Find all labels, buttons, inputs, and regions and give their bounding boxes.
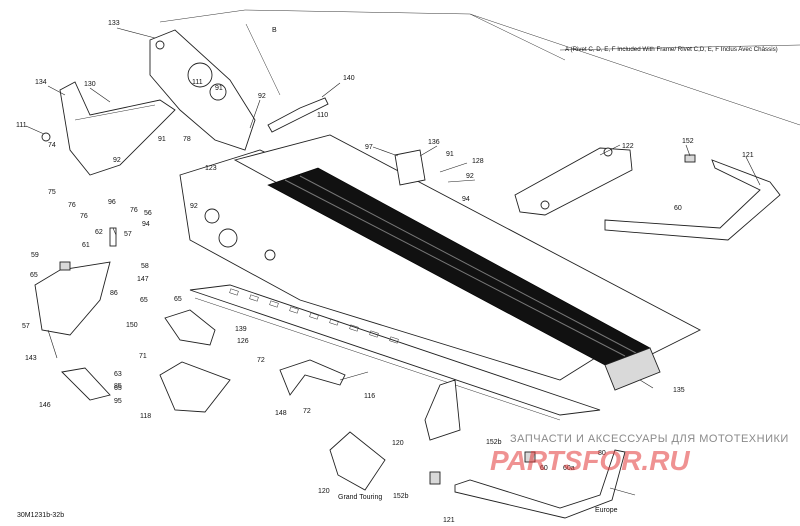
rear-bumper-europe	[454, 449, 626, 519]
callout-labels: 133 111 91 92 134 130 111 74 92 91 78 14…	[16, 20, 754, 524]
callout-150: 150	[126, 322, 138, 329]
callout-61: 61	[82, 242, 90, 249]
document-code: 30M1231b-32b	[17, 512, 64, 519]
callout-91: 91	[215, 85, 223, 92]
callout-126: 126	[237, 338, 249, 345]
tunnel-assembly	[159, 9, 800, 421]
callout-86: 86	[110, 290, 118, 297]
callout-62: 62	[95, 229, 103, 236]
callout-65: 65	[174, 296, 182, 303]
callout-96: 96	[108, 199, 116, 206]
callout-110: 110	[317, 112, 328, 119]
front-frame	[149, 29, 256, 151]
callout-130: 130	[84, 81, 96, 88]
callout-116: 116	[364, 393, 375, 400]
callout-120: 120	[392, 440, 404, 447]
callout-152b: 152b	[393, 493, 409, 500]
callout-121: 121	[742, 152, 754, 159]
callout-92: 92	[258, 93, 266, 100]
callout-136: 136	[428, 139, 440, 146]
callout-57: 57	[124, 231, 132, 238]
callout-134: 134	[35, 79, 47, 86]
callout-91: 91	[446, 151, 454, 158]
callout-97: 97	[365, 144, 373, 151]
step-120	[424, 379, 461, 441]
callout-152b: 152b	[486, 439, 502, 446]
callout-111: 111	[192, 79, 203, 86]
callout-76: 76	[68, 202, 76, 209]
callout-65: 65	[140, 297, 148, 304]
bracket-122	[514, 147, 633, 216]
watermark-tagline: ЗАПЧАСТИ И АКСЕССУАРЫ ДЛЯ МОТОТЕХНИКИ	[510, 433, 789, 445]
callout-111: 111	[16, 122, 27, 129]
callout-78: 78	[183, 136, 191, 143]
callout-120: 120	[318, 488, 330, 495]
note-b: B	[272, 27, 277, 34]
callout-91: 91	[158, 136, 166, 143]
callout-147: 147	[137, 276, 149, 283]
callout-56: 56	[144, 210, 152, 217]
callout-76: 76	[80, 213, 88, 220]
callout-123: 123	[205, 165, 217, 172]
bracket-143	[34, 261, 111, 336]
variant-grand-touring: Grand Touring	[338, 494, 382, 501]
callout-60a: 60a	[563, 465, 575, 472]
callout-118: 118	[140, 413, 151, 420]
callout-92: 92	[466, 173, 474, 180]
callout-57: 57	[22, 323, 30, 330]
callout-85: 85	[114, 383, 122, 390]
callout-76: 76	[130, 207, 138, 214]
callout-65: 65	[30, 272, 38, 279]
support-140	[267, 97, 329, 133]
note-a: A (Rivet C, D, E, F Included With Frame/…	[565, 46, 778, 53]
variant-europe: Europe	[595, 507, 618, 514]
callout-72: 72	[257, 357, 265, 364]
callout-71: 71	[139, 353, 147, 360]
bracket-146	[61, 367, 111, 401]
running-board-holes	[229, 288, 399, 344]
callout-63: 63	[114, 371, 122, 378]
callout-60: 60	[674, 205, 682, 212]
callout-95: 95	[114, 398, 122, 405]
callout-74: 74	[48, 142, 56, 149]
callout-94: 94	[142, 221, 150, 228]
callout-146: 146	[39, 402, 51, 409]
callout-75: 75	[48, 189, 56, 196]
callout-152: 152	[682, 138, 694, 145]
callout-121: 121	[443, 517, 455, 524]
callout-133: 133	[108, 20, 120, 27]
callout-72: 72	[303, 408, 311, 415]
callout-80: 80	[598, 450, 606, 457]
callout-92: 92	[113, 157, 121, 164]
rear-plate	[604, 347, 661, 391]
callout-143: 143	[25, 355, 37, 362]
part-118	[159, 361, 231, 413]
callout-140: 140	[343, 75, 355, 82]
watermark-brand: PARTSFOR.RU	[490, 445, 690, 476]
callout-128: 128	[472, 158, 484, 165]
bracket-136	[394, 149, 426, 186]
footrest-139	[164, 309, 216, 346]
callout-148: 148	[275, 410, 287, 417]
callout-135: 135	[673, 387, 685, 394]
callout-122: 122	[622, 143, 634, 150]
callout-59: 59	[31, 252, 39, 259]
rear-bumper-top	[604, 159, 781, 241]
callout-60: 60	[540, 465, 548, 472]
callout-139: 139	[235, 326, 247, 333]
front-bracket	[41, 81, 176, 176]
part-148	[279, 359, 346, 396]
leader-lines	[25, 27, 761, 496]
callout-58: 58	[141, 263, 149, 270]
step-120-gt	[329, 431, 386, 491]
callout-94: 94	[462, 196, 470, 203]
callout-65: 65	[114, 385, 122, 392]
callout-92: 92	[190, 203, 198, 210]
